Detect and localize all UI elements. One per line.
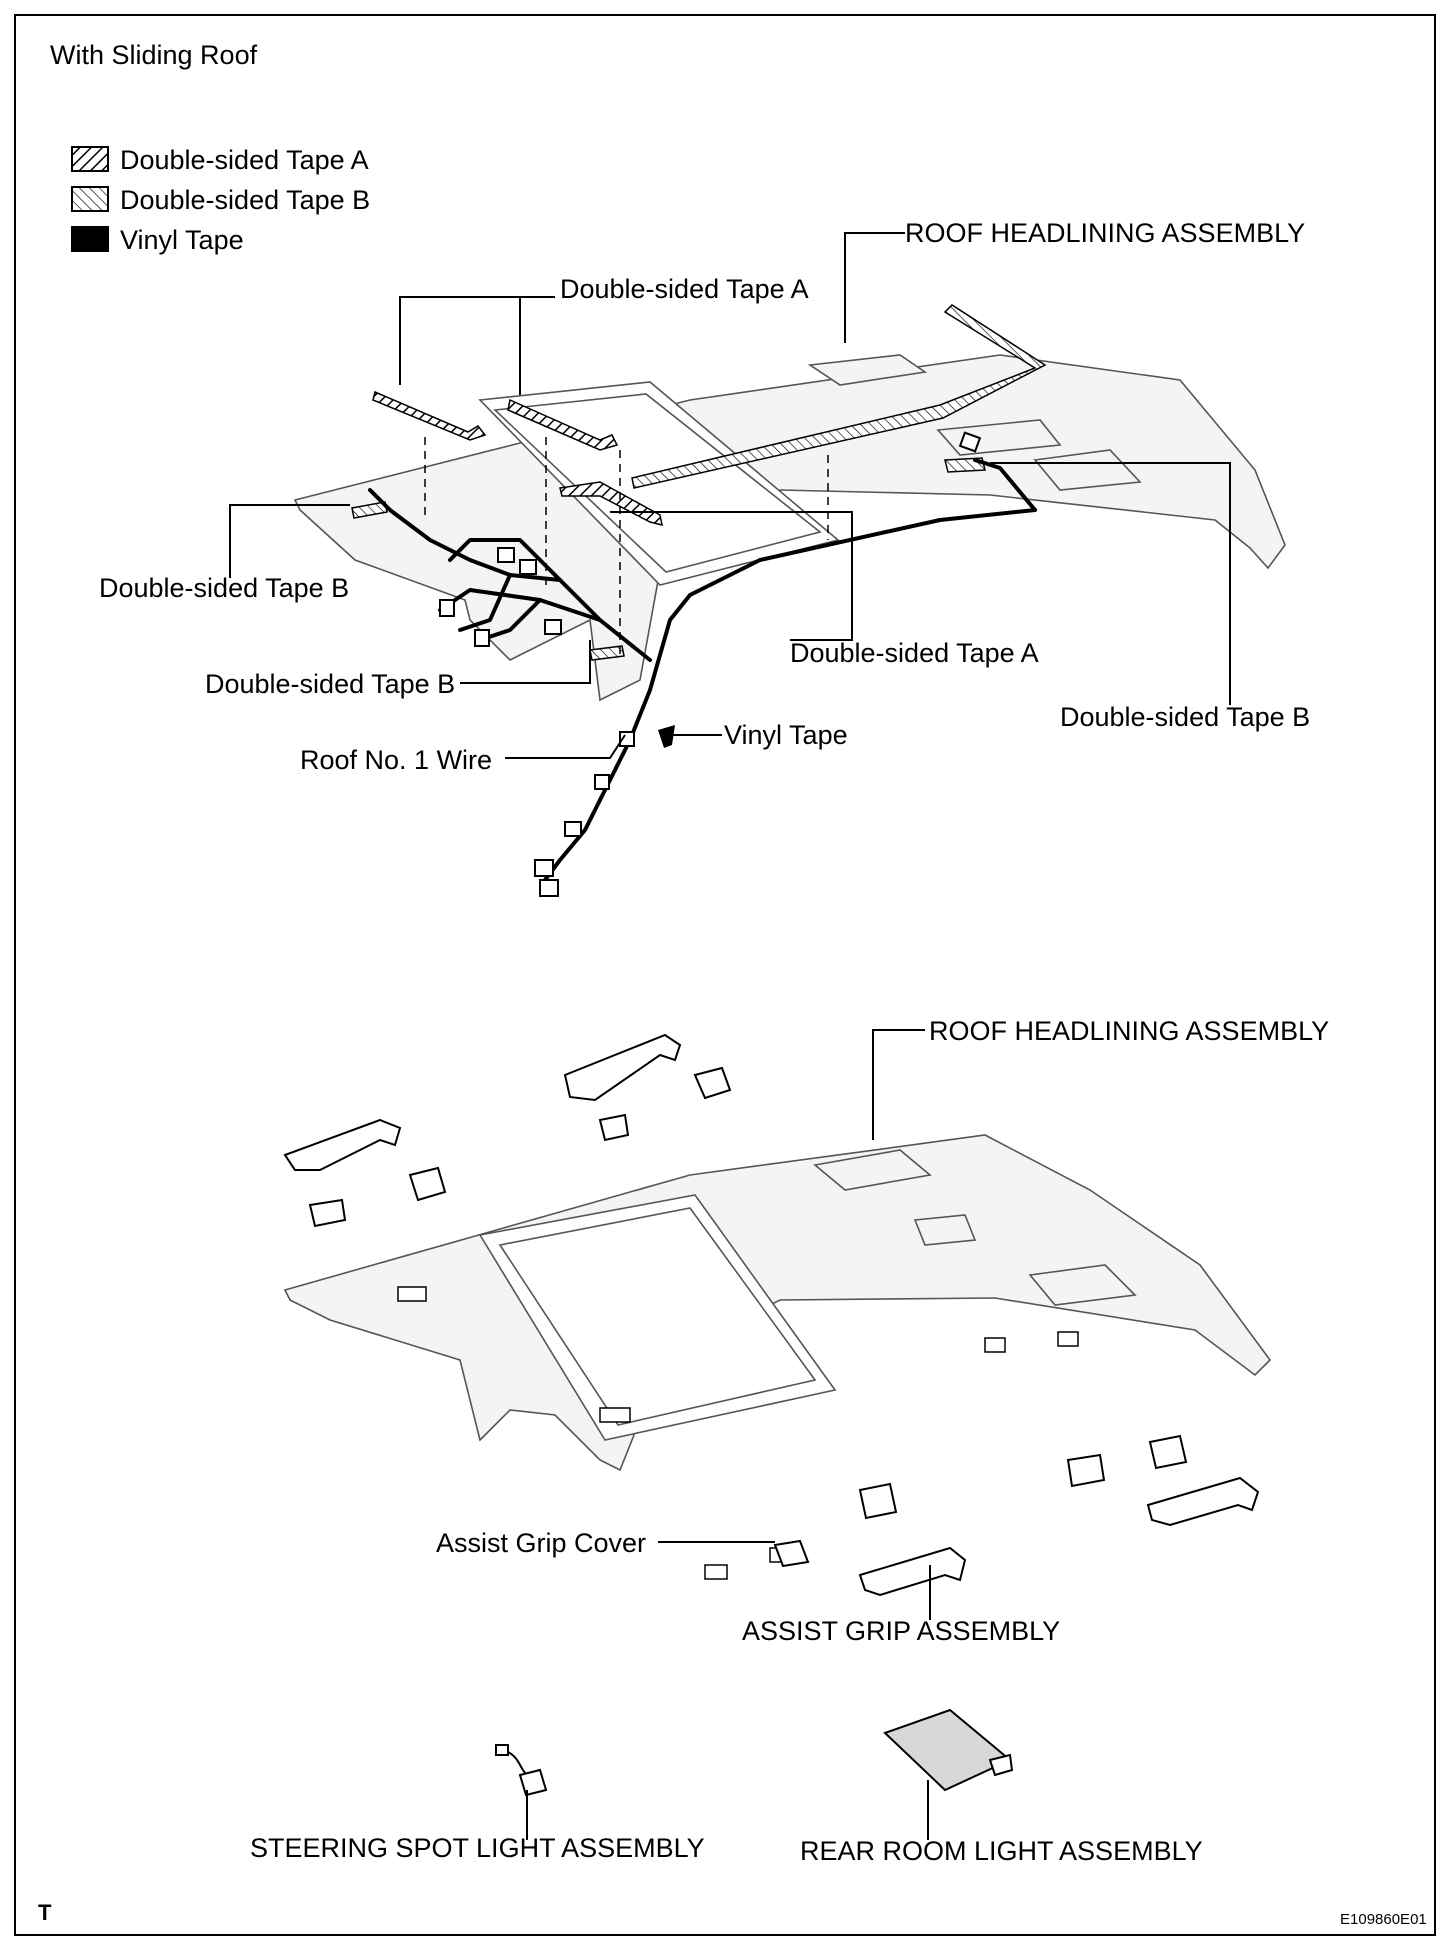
label-rear-room-light: REAR ROOM LIGHT ASSEMBLY [800, 1836, 1203, 1866]
lower-leader-lines [526, 1029, 931, 1840]
legend-item-vinyl: Vinyl Tape [120, 227, 244, 254]
legend-label-vinyl: Vinyl Tape [120, 225, 244, 255]
legend-swatch-tape-a [71, 146, 109, 172]
legend-swatch-tape-b [71, 186, 109, 212]
tape-b-piece-left [351, 501, 388, 519]
tape-b-piece-bottom [589, 645, 625, 661]
tape-a-piece-3 [559, 481, 663, 527]
wire-connectors [439, 431, 982, 897]
legend-item-tape-b: Double-sided Tape B [120, 187, 370, 214]
label-roof-headlining-lower: ROOF HEADLINING ASSEMBLY [929, 1016, 1330, 1046]
label-roof-wire: Roof No. 1 Wire [300, 745, 493, 775]
label-tape-b-bottom: Double-sided Tape B [205, 669, 456, 699]
roof-wire-harness [368, 458, 1037, 882]
label-assist-grip-assembly: ASSIST GRIP ASSEMBLY [742, 1616, 1061, 1646]
header-title: With Sliding Roof [50, 40, 258, 70]
legend-label-tape-a: Double-sided Tape A [120, 145, 369, 175]
legend-item-tape-a: Double-sided Tape A [120, 147, 369, 174]
label-tape-b-right: Double-sided Tape B [1060, 702, 1311, 732]
label-tape-a-mid: Double-sided Tape A [790, 638, 1039, 668]
lower-headliner [283, 1134, 1272, 1472]
assist-grip-parts [283, 1033, 1260, 1597]
label-steering-spot-light: STEERING SPOT LIGHT ASSEMBLY [250, 1833, 705, 1863]
tape-b-long-strip [631, 304, 1047, 489]
legend-swatch-vinyl [71, 226, 109, 252]
corner-mark: T [38, 1900, 52, 1925]
tape-a-piece-1 [372, 390, 487, 441]
light-assemblies [495, 1708, 1014, 1797]
legend-label-tape-b: Double-sided Tape B [120, 185, 371, 215]
label-assist-grip-cover: Assist Grip Cover [436, 1528, 647, 1558]
label-roof-headlining-upper: ROOF HEADLINING ASSEMBLY [905, 218, 1306, 248]
tape-a-piece-2 [507, 398, 619, 451]
diagram-frame [14, 14, 1436, 1936]
vinyl-tape-piece [658, 725, 675, 748]
dashed-guides [424, 437, 829, 660]
label-tape-b-left: Double-sided Tape B [99, 573, 350, 603]
label-vinyl-tape: Vinyl Tape [724, 720, 848, 750]
label-tape-a-top: Double-sided Tape A [560, 274, 809, 304]
upper-leader-lines [229, 232, 1231, 759]
figure-code: E109860E01 [1340, 1911, 1427, 1928]
